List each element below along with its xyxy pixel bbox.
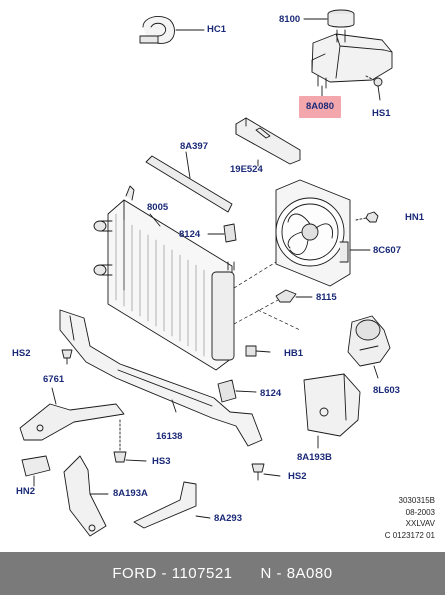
bracket-19e524 [235, 117, 301, 167]
fitting-8115 [275, 289, 313, 303]
diagram-metadata: 3030315B 08-2003 XXLVAV C 0123172 01 [385, 495, 435, 541]
footer-bar: FORD - 1107521 N - 8A080 [0, 552, 445, 595]
diagram-artwork [19, 9, 393, 537]
nut-hn1 [355, 211, 379, 223]
screw-hs3 [113, 419, 147, 463]
callout-8a293[interactable]: 8A293 [214, 513, 242, 524]
bolt-hb1 [245, 345, 271, 357]
callout-hc1[interactable]: HC1 [207, 24, 227, 35]
expansion-tank-8a080 [311, 29, 393, 97]
callout-hn2[interactable]: HN2 [16, 486, 36, 497]
diagram-copyright: C 0123172 01 [384, 530, 435, 540]
callout-8a397[interactable]: 8A397 [180, 141, 208, 152]
footer-gap [233, 565, 261, 582]
callout-8a080-highlighted[interactable]: 8A080 [299, 96, 341, 118]
callout-6761[interactable]: 6761 [43, 374, 65, 385]
reservoir-cap-8100 [303, 9, 355, 28]
footer-separator: - [156, 565, 172, 582]
mount-8124-upper [207, 223, 237, 243]
screw-hs1 [365, 75, 383, 101]
hose-clamp-hc1 [139, 16, 205, 44]
callout-hb1[interactable]: HB1 [284, 348, 304, 359]
bracket-6761 [19, 387, 125, 441]
callout-8c607[interactable]: 8C607 [373, 245, 401, 256]
callout-8l603[interactable]: 8L603 [373, 385, 400, 396]
callout-8124-lower[interactable]: 8124 [260, 388, 282, 399]
seal-strip-8a397 [145, 151, 233, 213]
callout-hs3[interactable]: HS3 [152, 456, 171, 467]
callout-8100[interactable]: 8100 [279, 14, 301, 25]
crossmember-16138 [59, 309, 263, 447]
callout-hs2-upper[interactable]: HS2 [12, 348, 31, 359]
callout-8124-upper[interactable]: 8124 [179, 229, 201, 240]
diagram-code: XXLVAV [405, 519, 435, 528]
footer-brand: FORD [112, 565, 157, 582]
callout-8a193b[interactable]: 8A193B [297, 452, 332, 463]
callout-16138[interactable]: 16138 [156, 431, 183, 442]
diagram-date: 08-2003 [405, 507, 435, 517]
callout-hs2-lower[interactable]: HS2 [288, 471, 307, 482]
clip-hn2 [21, 455, 51, 487]
bracket-8a293 [133, 481, 211, 529]
radiator-8005 [93, 185, 235, 371]
screw-hs2-upper [61, 349, 73, 365]
callout-8005[interactable]: 8005 [147, 202, 169, 213]
callout-hn1[interactable]: HN1 [405, 212, 425, 223]
mount-8124-lower [217, 379, 257, 403]
callout-8115[interactable]: 8115 [316, 292, 337, 303]
footer-part-number: 1107521 [171, 565, 233, 582]
bracket-8a193b [303, 373, 361, 449]
callout-8a193a[interactable]: 8A193A [113, 488, 148, 499]
bracket-8a193a [63, 455, 109, 537]
callout-19e524[interactable]: 19E524 [230, 164, 263, 175]
parts-diagram: HC1 8100 8A080 HS1 8A397 19E524 8005 812… [12, 9, 435, 541]
diagram-ref: 3030315B [398, 496, 435, 505]
fan-shroud-8c607 [275, 179, 371, 287]
mount-8l603 [347, 315, 391, 379]
callout-hs1[interactable]: HS1 [372, 108, 391, 119]
footer-code: N - 8A080 [260, 565, 333, 582]
screw-hs2-lower [251, 463, 281, 481]
